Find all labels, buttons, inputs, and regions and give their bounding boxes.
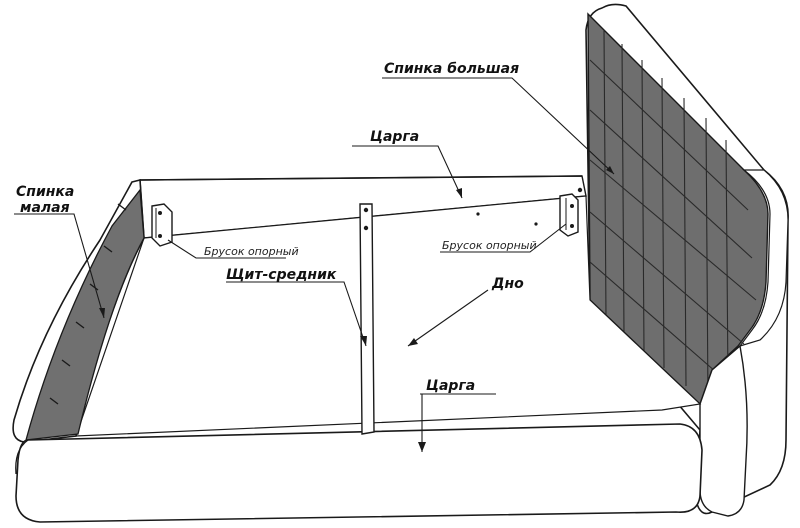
label-side-rail-back: Царга xyxy=(370,129,419,145)
arrowheads xyxy=(99,166,614,452)
label-support-bar-left: Брусок опорный xyxy=(204,245,299,258)
label-side-rail-front: Царга xyxy=(426,378,475,394)
label-middle-panel: Щит-средник xyxy=(226,267,337,283)
label-headboard-large: Спинка большая xyxy=(384,61,519,77)
side-rail-front xyxy=(15,423,703,523)
screw-point xyxy=(534,222,538,226)
headboard-small xyxy=(12,178,145,443)
headboard-large xyxy=(585,3,789,517)
screw-point xyxy=(476,212,480,216)
label-support-bar-right: Брусок опорный xyxy=(442,239,537,252)
label-bottom: Дно xyxy=(491,276,524,292)
label-headboard-small-line1: Спинка xyxy=(16,184,74,200)
support-bar-left xyxy=(151,203,173,247)
middle-panel xyxy=(359,203,375,435)
label-headboard-small-line2: малая xyxy=(20,200,70,216)
